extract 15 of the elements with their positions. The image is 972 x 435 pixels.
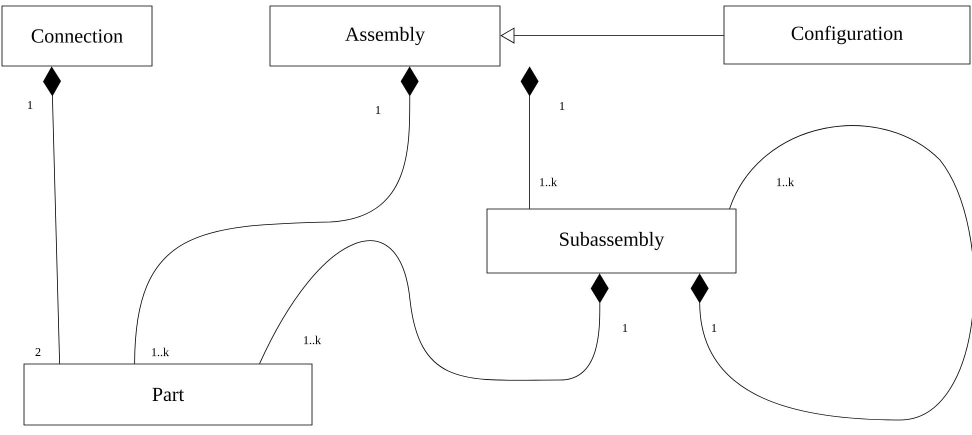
multiplicity-label: 1 [560,102,564,110]
multiplicity-label: 1..k [304,336,322,344]
class-box: Subassembly [486,208,736,274]
multiplicity-label: 1 [28,101,32,109]
connector [259,240,609,381]
multiplicity-label: 1 [623,324,628,332]
multiplicity-label: 1 [712,324,716,332]
class-box: Connection [2,6,152,66]
multiplicity-label: 1..k [777,178,794,186]
class-box: Configuration [724,6,970,64]
class-box: Assembly [270,6,500,66]
connector [690,125,972,420]
class-box: Part [24,364,312,426]
multiplicity-label: 1..k [540,178,557,186]
multiplicity-label: 1 [376,106,380,114]
